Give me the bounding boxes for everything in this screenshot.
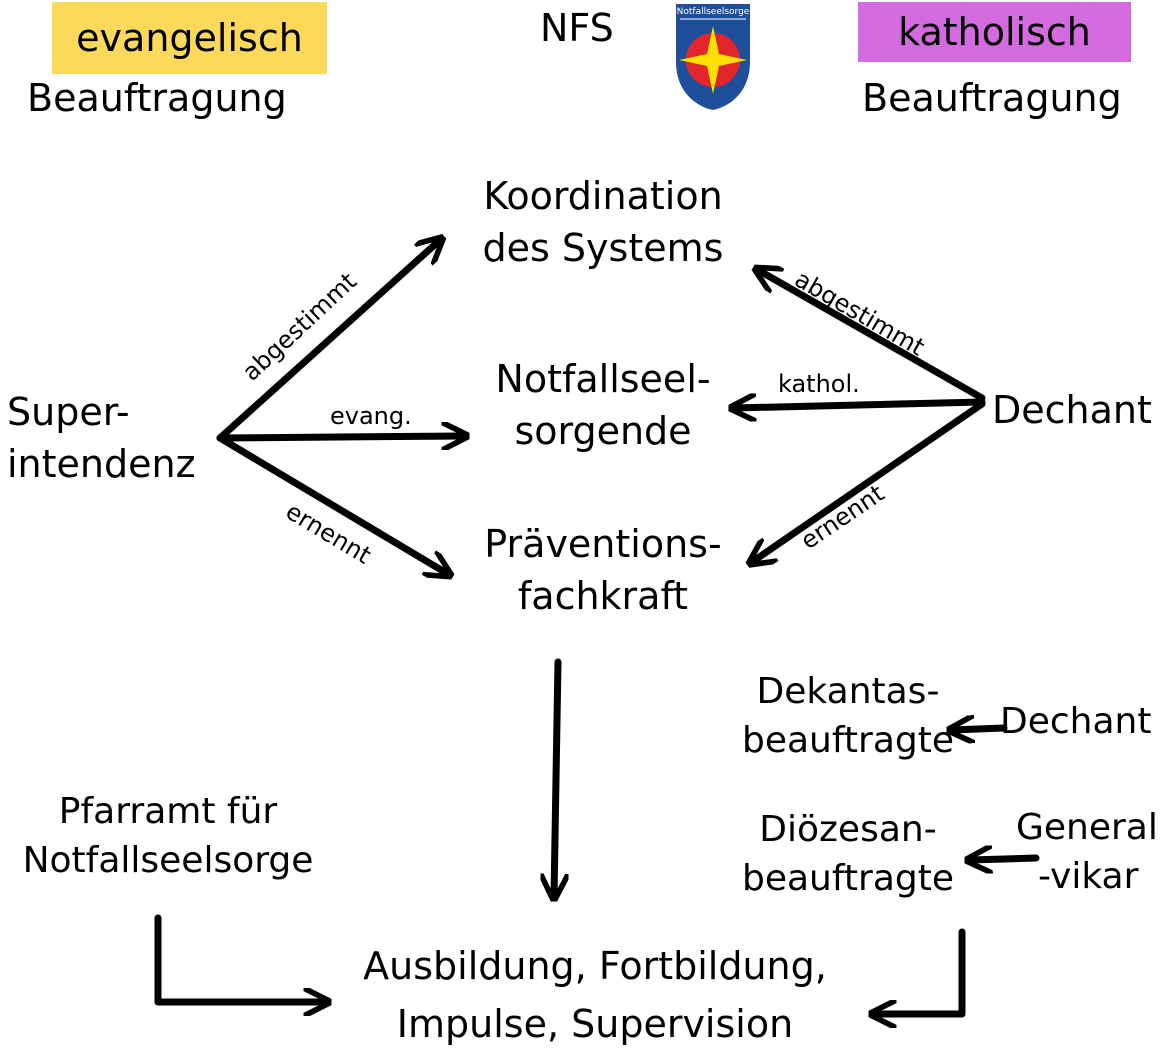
label-right-top: abgestimmt [790, 265, 929, 362]
node-dekanatsbeauftragte-line2: beauftragte [741, 720, 954, 762]
nfs-label: NFS [540, 6, 614, 50]
logo-text: Notfallseelsorge [677, 7, 750, 17]
arrow-super-notfall [216, 436, 464, 438]
node-praeventionsfachkraft: Präventions- fachkraft [453, 522, 753, 619]
arrow-super-praevention [216, 434, 448, 574]
node-ausbildung: Ausbildung, Fortbildung, Impulse, Superv… [320, 944, 870, 1047]
node-dioezesanbeauftragte-line2: beauftragte [741, 858, 954, 900]
node-superintendenz: Super- intendenz [7, 390, 196, 487]
node-pfarramt-line1: Pfarramt für [58, 791, 278, 832]
node-dioezesanbeauftragte: Diözesan- beauftragte [728, 808, 968, 900]
label-right-mid: kathol. [778, 370, 860, 398]
node-dioezesanbeauftragte-line1: Diözesan- [759, 809, 937, 850]
node-dechant-2: Dechant [1000, 701, 1152, 742]
node-pfarramt-line2: Notfallseelsorge [22, 840, 314, 882]
arrow-praevention-ausbildung [554, 658, 558, 896]
arrow-general-dioezesan [970, 858, 1040, 860]
node-dekanatsbeauftragte-line1: Dekantas- [756, 671, 940, 712]
arrow-dechant-koordination [758, 270, 986, 402]
notfallseelsorge-logo: Notfallseelsorge [676, 4, 750, 110]
node-notfallseelsorgende-line2: sorgende [514, 408, 692, 453]
evangelisch-beauftragung: Beauftragung [27, 76, 287, 120]
arrow-super-koordination [216, 240, 440, 442]
node-notfallseelsorgende-line1: Notfallseel- [495, 357, 711, 401]
node-koordination-line2: des Systems [482, 225, 724, 270]
evangelisch-label: evangelisch [52, 2, 327, 74]
node-superintendenz-line1: Super- [7, 390, 130, 434]
arrow-dechant-notfall [734, 402, 986, 408]
node-notfallseelsorgende: Notfallseel- sorgende [453, 357, 753, 454]
katholisch-beauftragung: Beauftragung [862, 76, 1122, 120]
arrow-dioezesan-ausbildung [874, 928, 966, 1014]
label-left-mid: evang. [330, 402, 412, 430]
katholisch-label: katholisch [858, 2, 1131, 62]
node-dekanatsbeauftragte: Dekantas- beauftragte [728, 670, 968, 762]
node-praeventionsfachkraft-line2: fachkraft [517, 573, 689, 618]
arrow-pfarramt-ausbildung [154, 914, 326, 1002]
node-ausbildung-line2: Impulse, Supervision [396, 1001, 794, 1046]
node-koordination: Koordination des Systems [453, 174, 753, 271]
node-ausbildung-line1: Ausbildung, Fortbildung, [363, 944, 827, 988]
node-generalvikar-line1: General [1016, 807, 1158, 848]
node-praeventionsfachkraft-line1: Präventions- [484, 522, 722, 566]
label-right-bottom: ernennt [796, 479, 890, 555]
node-pfarramt: Pfarramt für Notfallseelsorge [8, 790, 328, 882]
arrow-dechant-praevention [752, 400, 986, 562]
node-generalvikar-line2: -vikar [1038, 856, 1139, 898]
node-superintendenz-line2: intendenz [7, 441, 196, 486]
node-generalvikar: General -vikar [1016, 806, 1158, 898]
node-dechant: Dechant [992, 388, 1152, 432]
node-koordination-line1: Koordination [483, 174, 723, 218]
label-left-bottom: ernennt [281, 497, 376, 569]
arrow-dechant-dekanats [952, 728, 1008, 730]
